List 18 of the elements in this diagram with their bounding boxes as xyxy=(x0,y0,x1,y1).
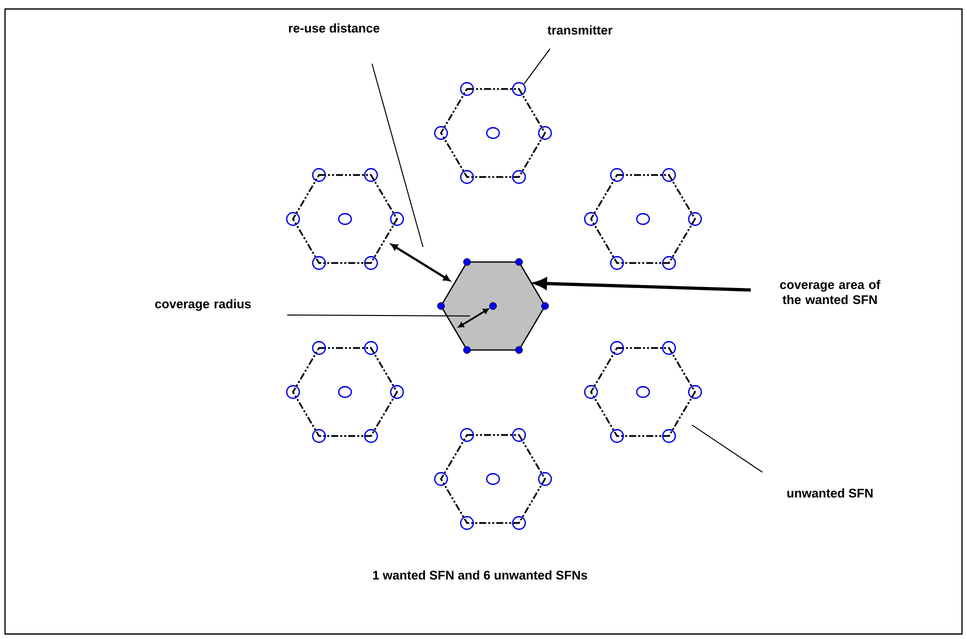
hexagon-cell xyxy=(434,428,552,530)
hexagon-cell xyxy=(584,168,702,270)
label-text: transmitter xyxy=(548,25,612,35)
label-text: coverage radius xyxy=(155,299,251,311)
hexagon-cell xyxy=(286,341,404,443)
hexagon-cell xyxy=(434,82,552,184)
leader-line xyxy=(523,48,550,85)
leader-line xyxy=(692,424,763,473)
label-text: re-use distance xyxy=(288,23,380,33)
leader-line xyxy=(286,314,470,316)
label-text: unwanted SFN xyxy=(787,488,873,498)
hexagon-cell xyxy=(286,168,404,270)
hexagon-cell xyxy=(584,341,702,443)
caption: 1 wanted SFN and 6 unwanted SFNs xyxy=(373,570,588,580)
wanted-hexagon xyxy=(437,258,549,354)
leader-line xyxy=(372,63,424,248)
transmitter-circle xyxy=(512,82,526,96)
label-text: coverage area of the wanted SFN xyxy=(780,280,880,304)
